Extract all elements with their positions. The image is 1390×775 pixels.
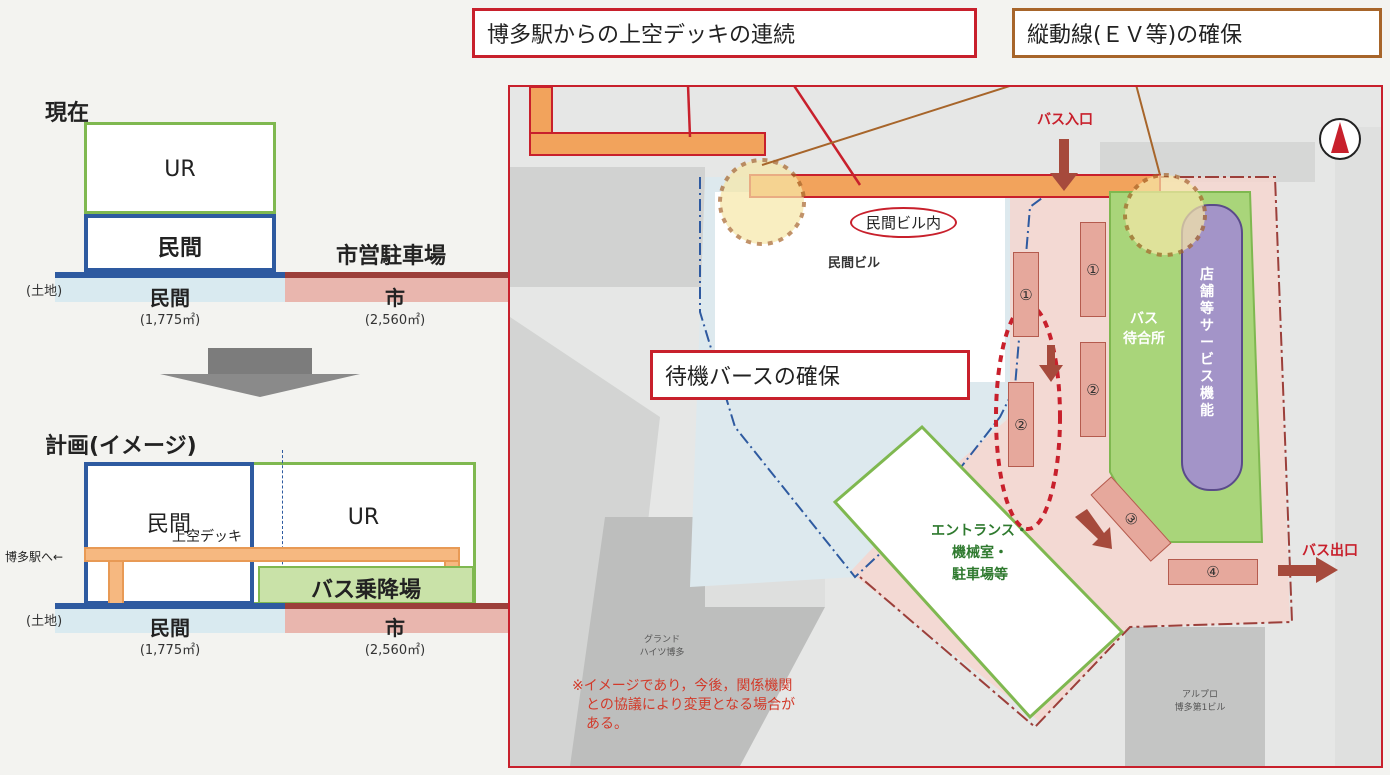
site-map-drawing xyxy=(510,87,1381,766)
property-boundary-line xyxy=(282,450,283,610)
plan-ur-label: UR xyxy=(347,505,380,530)
current-ur-box: UR xyxy=(84,122,276,214)
neighbor-building-2-label: アルプロ 博多第1ビル xyxy=(1174,690,1226,713)
plan-city-ground-line xyxy=(285,603,513,609)
current-city-land-band xyxy=(285,278,513,302)
plan-city-land-area: (2,560㎡) xyxy=(364,643,426,658)
bus-bay-4: ④ xyxy=(1168,559,1258,585)
bus-bay-2: ② xyxy=(1080,342,1106,437)
site-map: ① ② ① ② ③ ④ バス入口 バス出口 民間ビル内 民間ビル バス 待合所 … xyxy=(508,85,1383,768)
current-private-land-name: 民間 xyxy=(150,286,190,310)
plan-city-land-band xyxy=(285,609,513,633)
plan-private-label: 民間 xyxy=(146,512,191,537)
transition-arrow-icon xyxy=(160,348,360,397)
plan-land-label: (土地) xyxy=(26,614,63,629)
current-private-land-band xyxy=(55,278,285,302)
disclaimer-note: ※イメージであり，今後，関係機関 との協議により変更となる場合が ある。 xyxy=(572,678,796,732)
current-parking-label: 市営駐車場 xyxy=(336,244,447,269)
current-private-ground-line xyxy=(55,272,285,278)
standby-bus-callout: 待機バースの確保 xyxy=(650,350,970,400)
current-city-ground-line xyxy=(285,272,513,278)
plan-elevated-deck xyxy=(84,547,460,562)
plan-private-ground-line xyxy=(55,603,285,609)
plan-city-land-name: 市 xyxy=(385,616,405,640)
bus-bay-1: ① xyxy=(1080,222,1106,317)
current-ur-label: UR xyxy=(164,157,196,182)
plan-to-station-label: 博多駅へ← xyxy=(5,550,64,564)
plan-bus-platform: バス乗降場 xyxy=(258,566,474,604)
current-private-box: 民間 xyxy=(84,214,276,272)
current-heading: 現在 xyxy=(45,101,90,126)
current-city-land-name: 市 xyxy=(385,286,405,310)
shop-services-label: 店舗等サービス機能 xyxy=(1200,267,1214,419)
current-land-label: (土地) xyxy=(26,284,63,299)
plan-heading: 計画(イメージ) xyxy=(45,434,197,459)
current-city-land-area: (2,560㎡) xyxy=(364,313,426,328)
plan-deck-pillar-left xyxy=(108,560,124,609)
plan-deck-label: 上空デッキ xyxy=(172,529,242,545)
private-building-label: 民間ビル xyxy=(828,256,881,271)
plan-private-land-area: (1,775㎡) xyxy=(139,643,201,658)
private-building-inside-label: 民間ビル内 xyxy=(850,207,958,238)
bus-waiting-area-label: バス 待合所 xyxy=(1123,311,1165,347)
deck-connection-callout: 博多駅からの上空デッキの連続 xyxy=(472,8,977,58)
bus-bay-standby-1: ① xyxy=(1013,252,1039,337)
plan-private-box: 民間 xyxy=(84,462,254,605)
plan-private-land-name: 民間 xyxy=(150,616,190,640)
vertical-circulation-callout: 縦動線(ＥＶ等)の確保 xyxy=(1012,8,1382,58)
current-private-label: 民間 xyxy=(157,236,202,261)
neighbor-building-1-label: グランド ハイツ博多 xyxy=(639,635,685,658)
plan-private-land-band xyxy=(55,609,285,633)
plan-bus-platform-label: バス乗降場 xyxy=(310,578,421,603)
bus-bay-standby-2: ② xyxy=(1008,382,1034,467)
current-private-land-area: (1,775㎡) xyxy=(139,313,201,328)
entrance-block-label: エントランス・ 機械室・ 駐車場等 xyxy=(931,523,1029,583)
bus-exit-label: バス出口 xyxy=(1302,543,1358,559)
bus-entrance-label: バス入口 xyxy=(1037,112,1093,128)
